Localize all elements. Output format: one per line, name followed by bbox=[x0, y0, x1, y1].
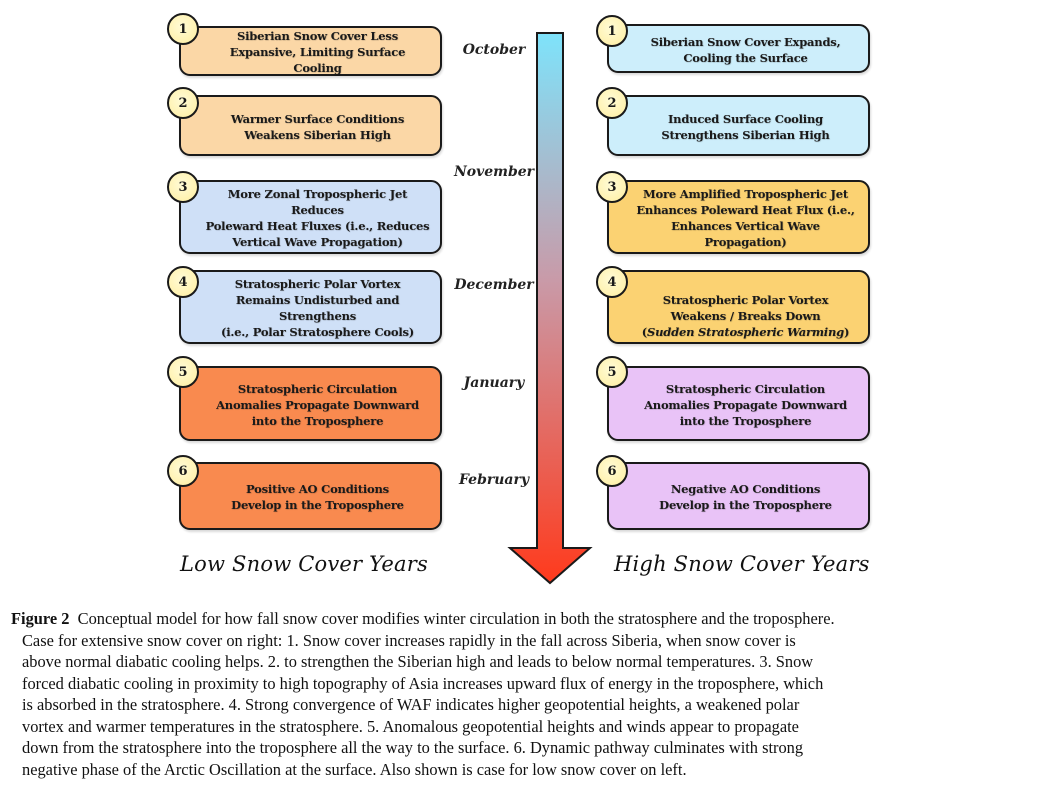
right-step-6-number-badge: 6 bbox=[596, 455, 628, 487]
caption-line-6: vortex and warmer temperatures in the st… bbox=[22, 716, 799, 736]
left-step-1-number-badge: 1 bbox=[167, 13, 199, 45]
right-step-3-number-badge: 3 bbox=[596, 171, 628, 203]
left-step-4-text: Stratospheric Polar Vortex Remains Undis… bbox=[220, 277, 415, 339]
left-step-2-text: Warmer Surface Conditions Weakens Siberi… bbox=[230, 111, 405, 142]
right-step-3-text: More Amplified Tropospheric Jet Enhances… bbox=[636, 187, 855, 249]
right-step-2-box: Induced Surface Cooling Strengthens Sibe… bbox=[607, 95, 870, 156]
right-step-4-main-text: Stratospheric Polar Vortex Weakens / Bre… bbox=[662, 293, 829, 323]
left-step-2-number-badge: 2 bbox=[167, 87, 199, 119]
month-label-february: February bbox=[458, 472, 529, 488]
right-step-5-text: Stratospheric Circulation Anomalies Prop… bbox=[644, 381, 847, 428]
caption-line-1: Figure 2 Conceptual model for how fall s… bbox=[11, 608, 1041, 630]
conceptual-model-diagram: Siberian Snow Cover Less Expansive, Limi… bbox=[167, 13, 870, 585]
right-step-6-box: Negative AO Conditions Develop in the Tr… bbox=[607, 462, 870, 530]
left-step-5-text: Stratospheric Circulation Anomalies Prop… bbox=[216, 381, 419, 428]
left-step-6-box: Positive AO Conditions Develop in the Tr… bbox=[179, 462, 442, 530]
right-step-1-number-badge: 1 bbox=[596, 15, 628, 47]
right-step-2-number-badge: 2 bbox=[596, 87, 628, 119]
caption-line-1-text: Conceptual model for how fall snow cover… bbox=[77, 609, 835, 628]
right-step-6-text: Negative AO Conditions Develop in the Tr… bbox=[659, 482, 832, 512]
right-step-4-italic-text: Sudden Stratospheric Warming bbox=[647, 325, 844, 339]
right-step-4-number-badge: 4 bbox=[596, 266, 628, 298]
left-step-4-box: Stratospheric Polar Vortex Remains Undis… bbox=[179, 270, 442, 344]
time-arrow bbox=[507, 32, 593, 585]
right-step-1-box: Siberian Snow Cover Expands, Cooling the… bbox=[607, 24, 870, 73]
caption-line-3: above normal diabatic cooling helps. 2. … bbox=[22, 652, 814, 671]
right-step-1-text: Siberian Snow Cover Expands, Cooling the… bbox=[650, 34, 841, 65]
left-step-6-number-badge: 6 bbox=[167, 455, 199, 487]
right-step-4-box: Stratospheric Polar Vortex Weakens / Bre… bbox=[607, 270, 870, 344]
caption-line-8: negative phase of the Arctic Oscillation… bbox=[22, 759, 687, 779]
left-step-1-text: Siberian Snow Cover Less Expansive, Limi… bbox=[229, 29, 406, 75]
month-label-december: December bbox=[454, 277, 534, 293]
time-arrow-shape bbox=[507, 32, 593, 585]
left-step-3-number-badge: 3 bbox=[167, 171, 199, 203]
low-snow-cover-years-label: Low Snow Cover Years bbox=[180, 552, 428, 576]
right-step-2-text: Induced Surface Cooling Strengthens Sibe… bbox=[661, 111, 830, 142]
right-step-4-text: Stratospheric Polar Vortex Weakens / Bre… bbox=[641, 293, 850, 339]
figure-label: Figure 2 bbox=[11, 609, 70, 628]
month-label-november: November bbox=[453, 164, 535, 180]
figure-caption: Figure 2 Conceptual model for how fall s… bbox=[11, 608, 1041, 780]
left-step-3-box: More Zonal Tropospheric Jet Reduces Pole… bbox=[179, 180, 442, 254]
caption-line-2: Case for extensive snow cover on right: … bbox=[22, 630, 796, 650]
month-label-january: January bbox=[463, 375, 525, 391]
left-step-2-box: Warmer Surface Conditions Weakens Siberi… bbox=[179, 95, 442, 156]
caption-line-5: is absorbed in the stratosphere. 4. Stro… bbox=[22, 695, 800, 714]
left-step-5-box: Stratospheric Circulation Anomalies Prop… bbox=[179, 366, 442, 441]
high-snow-cover-years-label: High Snow Cover Years bbox=[614, 552, 870, 576]
month-label-october: October bbox=[462, 42, 526, 58]
right-step-5-number-badge: 5 bbox=[596, 356, 628, 388]
left-step-3-text: More Zonal Tropospheric Jet Reduces Pole… bbox=[205, 187, 430, 249]
right-step-5-box: Stratospheric Circulation Anomalies Prop… bbox=[607, 366, 870, 441]
caption-line-4: forced diabatic cooling in proximity to … bbox=[22, 673, 824, 693]
left-step-4-number-badge: 4 bbox=[167, 266, 199, 298]
left-step-5-number-badge: 5 bbox=[167, 356, 199, 388]
left-step-1-box: Siberian Snow Cover Less Expansive, Limi… bbox=[179, 26, 442, 76]
caption-line-7: down from the stratosphere into the trop… bbox=[22, 738, 804, 757]
right-step-3-box: More Amplified Tropospheric Jet Enhances… bbox=[607, 180, 870, 254]
left-step-6-text: Positive AO Conditions Develop in the Tr… bbox=[231, 482, 404, 512]
